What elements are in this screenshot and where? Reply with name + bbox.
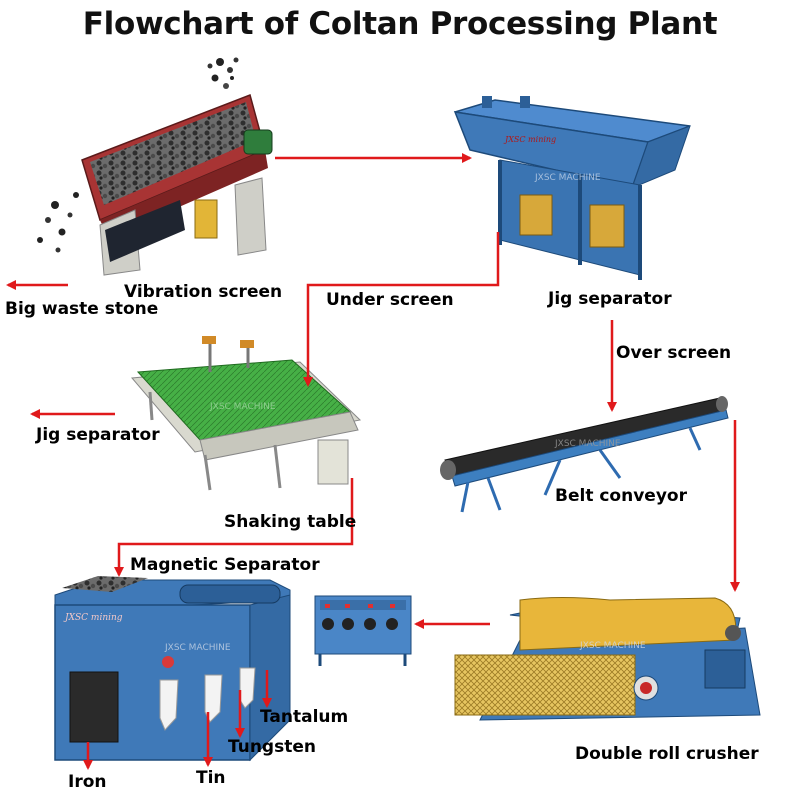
shaking-table-machine: JXSC MACHINE (130, 336, 362, 491)
conveyor-watermark: JXSC MACHINE (554, 439, 621, 449)
vibration-screen-machine (37, 57, 273, 276)
label-shaking-table: Shaking table (224, 512, 357, 532)
label-belt-conveyor: Belt conveyor (555, 486, 687, 506)
flow-arrows (6, 153, 740, 770)
ore-feed-stream (207, 57, 239, 89)
label-tantalum: Tantalum (260, 707, 349, 727)
label-under-screen: Under screen (326, 290, 454, 310)
magnetic-watermark: JXSC MACHINE (164, 643, 231, 653)
label-over-screen: Over screen (616, 343, 732, 363)
page-title: Flowchart of Coltan Processing Plant (82, 6, 718, 42)
jig-brand-plate: JXSC mining (503, 135, 556, 144)
waste-rocks (37, 192, 79, 253)
label-tin: Tin (196, 768, 226, 788)
arrow-table-to-magnetic (114, 478, 354, 577)
control-cabinet (314, 595, 412, 666)
jig-separator-machine: JXSC mining JXSC MACHINE (453, 96, 691, 280)
label-big-waste-stone: Big waste stone (5, 299, 159, 319)
magnetic-separator-machine: JXSC mining JXSC MACHINE (54, 576, 291, 762)
label-jig-separator-top: Jig separator (548, 289, 672, 309)
label-magnetic-separator: Magnetic Separator (130, 555, 320, 575)
double-roll-crusher-machine: JXSC MACHINE (454, 597, 761, 721)
arrow-under-screen (303, 232, 500, 387)
label-jig-separator-left: Jig separator (36, 425, 160, 445)
jig-watermark: JXSC MACHINE (534, 173, 601, 183)
magnetic-brand-plate: JXSC mining (63, 613, 123, 623)
label-tungsten: Tungsten (228, 737, 316, 757)
crusher-watermark: JXSC MACHINE (579, 641, 646, 651)
label-double-roll-crusher: Double roll crusher (575, 744, 759, 764)
label-vibration-screen: Vibration screen (124, 282, 283, 302)
shaking-table-watermark: JXSC MACHINE (209, 402, 276, 412)
belt-conveyor-machine: JXSC MACHINE (440, 396, 729, 513)
label-iron: Iron (68, 772, 107, 792)
